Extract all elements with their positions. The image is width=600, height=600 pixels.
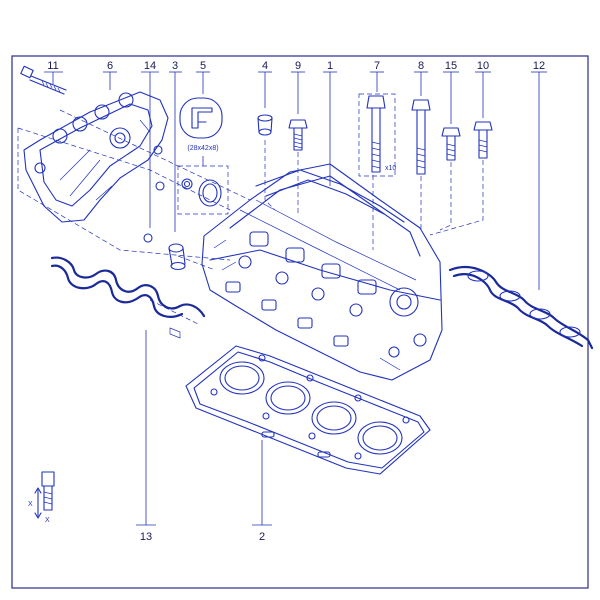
callout-label: 3 (172, 60, 178, 72)
bolt-15 (441, 127, 461, 161)
callout-label: 2 (259, 531, 265, 543)
bolt-10 (473, 121, 493, 159)
callout-label: 13 (140, 531, 152, 543)
valve-seal-4 (257, 114, 273, 136)
callout-label: 12 (533, 60, 545, 72)
callout-13: 13 (136, 330, 156, 543)
callout-4: 4 (258, 60, 272, 108)
axis-detail: X X (28, 471, 55, 524)
axis-label: X (45, 517, 50, 524)
callout-9: 9 (291, 60, 305, 114)
callout-label: 7 (374, 60, 380, 72)
callout-8: 8 (414, 60, 428, 96)
callout-3: 3 (169, 60, 182, 232)
bracket-6 (23, 91, 169, 223)
bolt-9 (288, 119, 308, 151)
seal-size-label: (28x42x8) (187, 145, 218, 152)
callout-7: 7 (370, 60, 384, 92)
callout-label: 6 (107, 60, 113, 72)
callout-label: 8 (418, 60, 424, 72)
sleeve-3 (168, 243, 186, 271)
callout-label: 4 (262, 60, 268, 72)
callout-15: 15 (443, 60, 459, 124)
callout-11: 11 (44, 60, 63, 84)
assembly-guides (17, 109, 484, 326)
callout-5: 5 (196, 60, 210, 94)
intake-gasket-13 (50, 256, 206, 339)
callout-2: 2 (252, 440, 272, 543)
callout-label: 1 (327, 60, 333, 72)
callout-label: 15 (445, 60, 457, 72)
callout-1: 1 (323, 60, 337, 186)
axis-label: X (28, 501, 33, 508)
seal-5: (28x42x8) (177, 97, 229, 215)
callout-14: 14 (141, 60, 159, 228)
callout-label: 14 (144, 60, 156, 72)
callout-label: 10 (477, 60, 489, 72)
cylinder-head-1 (201, 163, 443, 381)
callout-10: 10 (475, 60, 491, 118)
callout-label: 11 (47, 60, 58, 72)
exhaust-gasket-12 (448, 265, 594, 350)
callout-label: 5 (200, 60, 206, 72)
bolt-qty-label: x10 (385, 165, 396, 172)
callout-6: 6 (103, 60, 117, 90)
bolt-7: x10 (358, 93, 396, 177)
bolt-11 (20, 65, 67, 95)
callout-label: 9 (295, 60, 301, 72)
callout-12: 12 (531, 60, 547, 290)
plug-14 (143, 233, 153, 243)
diagram-frame (11, 55, 589, 589)
bolt-8 (411, 99, 431, 175)
seal-icon (179, 97, 223, 139)
head-gasket-2 (185, 345, 431, 475)
